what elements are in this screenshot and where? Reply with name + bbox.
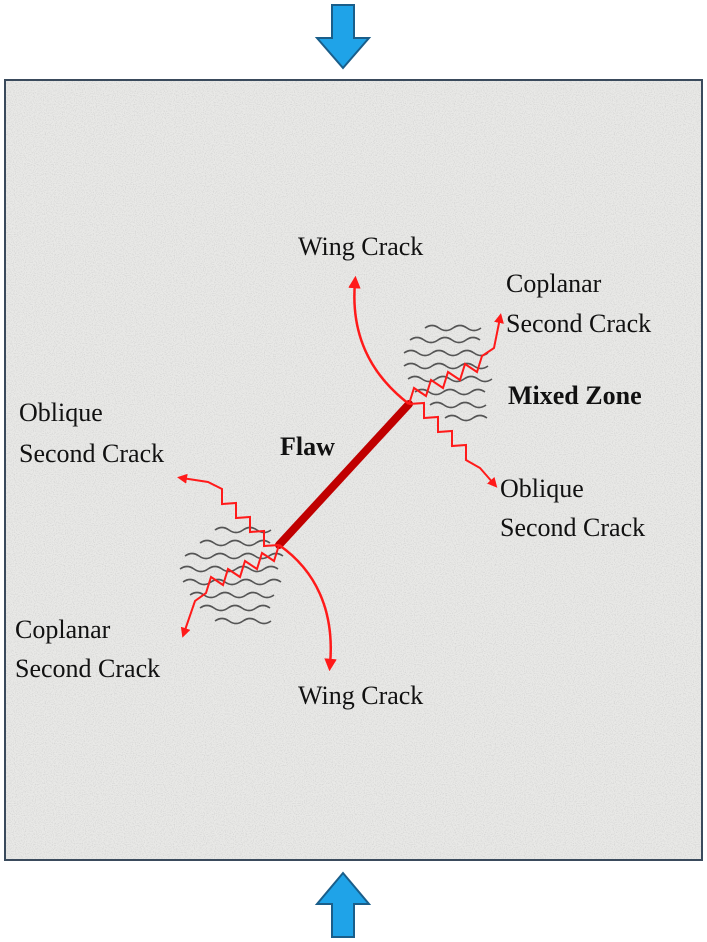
coplanar-left-label-1: Coplanar: [15, 615, 111, 644]
coplanar-left-label-2: Second Crack: [15, 654, 160, 683]
coplanar-right-label-2: Second Crack: [506, 309, 651, 338]
coplanar-right-label-1: Coplanar: [506, 269, 602, 298]
oblique-second-crack-right: [408, 401, 498, 488]
wing-crack-bottom-label: Wing Crack: [298, 681, 423, 710]
oblique-left-label-2: Second Crack: [19, 439, 164, 468]
wing-crack-top: [348, 275, 410, 405]
coplanar-second-crack-left: [180, 544, 280, 638]
top-load-arrow-icon: [314, 4, 372, 70]
oblique-left-label-1: Oblique: [19, 398, 103, 427]
flaw-label: Flaw: [280, 432, 335, 461]
wing-crack-bottom: [278, 543, 337, 672]
flaw-line: [275, 400, 413, 549]
oblique-right-label-2: Second Crack: [500, 513, 645, 542]
mixed-zone-label: Mixed Zone: [508, 381, 642, 410]
wing-crack-top-label: Wing Crack: [298, 232, 423, 261]
oblique-right-label-1: Oblique: [500, 474, 584, 503]
bottom-load-arrow-icon: [314, 871, 372, 938]
coplanar-second-crack-right: [408, 313, 504, 405]
oblique-second-crack-left: [177, 473, 280, 548]
